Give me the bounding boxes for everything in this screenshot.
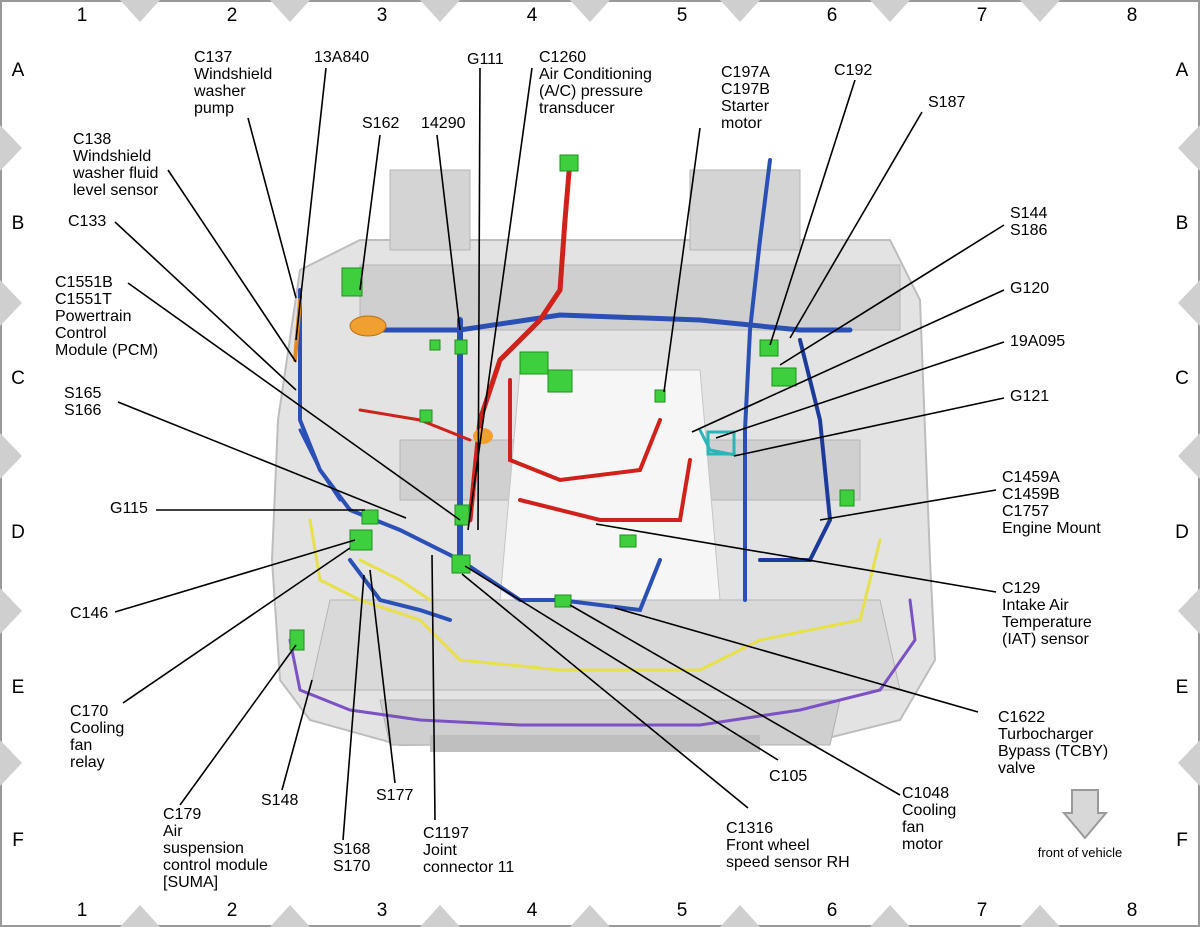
grid-row-a-right: A bbox=[1175, 60, 1189, 81]
callout-c146: C146 bbox=[70, 605, 109, 622]
callout-s187: S187 bbox=[928, 94, 966, 111]
grid-row-f-right: F bbox=[1176, 830, 1188, 851]
callout-c192: C192 bbox=[834, 62, 873, 79]
callout-c138: C138 Windshield washer fluid level senso… bbox=[73, 131, 159, 199]
callout-c1551: C1551B C1551T Powertrain Control Module … bbox=[55, 274, 159, 359]
grid-col-2-bottom: 2 bbox=[226, 900, 238, 921]
grid-col-5: 5 bbox=[676, 5, 688, 26]
callout-c129: C129 Intake Air Temperature (IAT) sensor bbox=[1002, 580, 1092, 648]
front-of-vehicle-label: front of vehicle bbox=[1037, 845, 1123, 860]
callout-14290: 14290 bbox=[421, 115, 466, 132]
connectors bbox=[289, 154, 855, 651]
grid-col-2: 2 bbox=[226, 5, 238, 26]
grid-col-6: 6 bbox=[826, 5, 838, 26]
grid-row-e-right: E bbox=[1175, 677, 1189, 698]
callout-19a095: 19A095 bbox=[1010, 333, 1066, 350]
callout-s148: S148 bbox=[261, 792, 299, 809]
grid-row-c-right: C bbox=[1175, 368, 1189, 389]
grid-row-d-right: D bbox=[1175, 522, 1189, 543]
grid-col-5-bottom: 5 bbox=[676, 900, 688, 921]
grid-row-b-right: B bbox=[1175, 213, 1189, 234]
callout-c170: C170 Cooling fan relay bbox=[70, 703, 125, 771]
callout-s144: S144 S186 bbox=[1010, 205, 1048, 239]
grid-col-8-bottom: 8 bbox=[1126, 900, 1138, 921]
front-arrow-icon bbox=[1061, 789, 1109, 840]
callout-c179: C179 Air suspension control module [SUMA… bbox=[163, 806, 268, 891]
grid-col-6-bottom: 6 bbox=[826, 900, 838, 921]
callout-c133: C133 bbox=[68, 213, 107, 230]
callout-s162: S162 bbox=[362, 115, 400, 132]
vehicle-body bbox=[270, 169, 937, 752]
callout-13a840: 13A840 bbox=[314, 49, 370, 66]
grid-col-1: 1 bbox=[76, 5, 88, 26]
callout-s165: S165 S166 bbox=[64, 385, 102, 419]
grid-row-d: D bbox=[11, 522, 25, 543]
grid-row-c: C bbox=[11, 368, 25, 389]
callout-s177: S177 bbox=[376, 787, 414, 804]
callout-c137: C137 Windshield washer pump bbox=[194, 49, 273, 117]
grid-row-a: A bbox=[11, 60, 25, 81]
callout-g115: G115 bbox=[110, 500, 148, 517]
grid-col-4: 4 bbox=[526, 5, 538, 26]
callout-c1622: C1622 Turbocharger Bypass (TCBY) valve bbox=[998, 709, 1109, 777]
callout-c1197: C1197 Joint connector 11 bbox=[423, 825, 515, 876]
callout-c1316: C1316 Front wheel speed sensor RH bbox=[726, 820, 850, 871]
callout-c1048: C1048 Cooling fan motor bbox=[902, 785, 957, 853]
callout-c1459: C1459A C1459B C1757 Engine Mount bbox=[1002, 469, 1101, 537]
leader-lines bbox=[114, 67, 1005, 841]
callout-c197: C197A C197B Starter motor bbox=[721, 64, 770, 132]
callout-c1260: C1260 Air Conditioning (A/C) pressure tr… bbox=[539, 49, 652, 117]
grid-row-e: E bbox=[11, 677, 25, 698]
grid-col-7: 7 bbox=[976, 5, 988, 26]
grid-col-1-bottom: 1 bbox=[76, 900, 88, 921]
grid-row-b: B bbox=[11, 213, 25, 234]
callout-g120: G120 bbox=[1010, 280, 1050, 297]
harness-wires bbox=[288, 157, 917, 727]
grid-col-8: 8 bbox=[1126, 5, 1138, 26]
grid-col-3-bottom: 3 bbox=[376, 900, 388, 921]
grid-col-7-bottom: 7 bbox=[976, 900, 988, 921]
grid-col-3: 3 bbox=[376, 5, 388, 26]
grid-col-4-bottom: 4 bbox=[526, 900, 538, 921]
callout-s168: S168 S170 bbox=[333, 841, 371, 875]
callout-g111: G111 bbox=[467, 51, 504, 68]
grid-row-f: F bbox=[12, 830, 24, 851]
callout-g121: G121 bbox=[1010, 388, 1050, 405]
callout-c105: C105 bbox=[769, 768, 808, 785]
